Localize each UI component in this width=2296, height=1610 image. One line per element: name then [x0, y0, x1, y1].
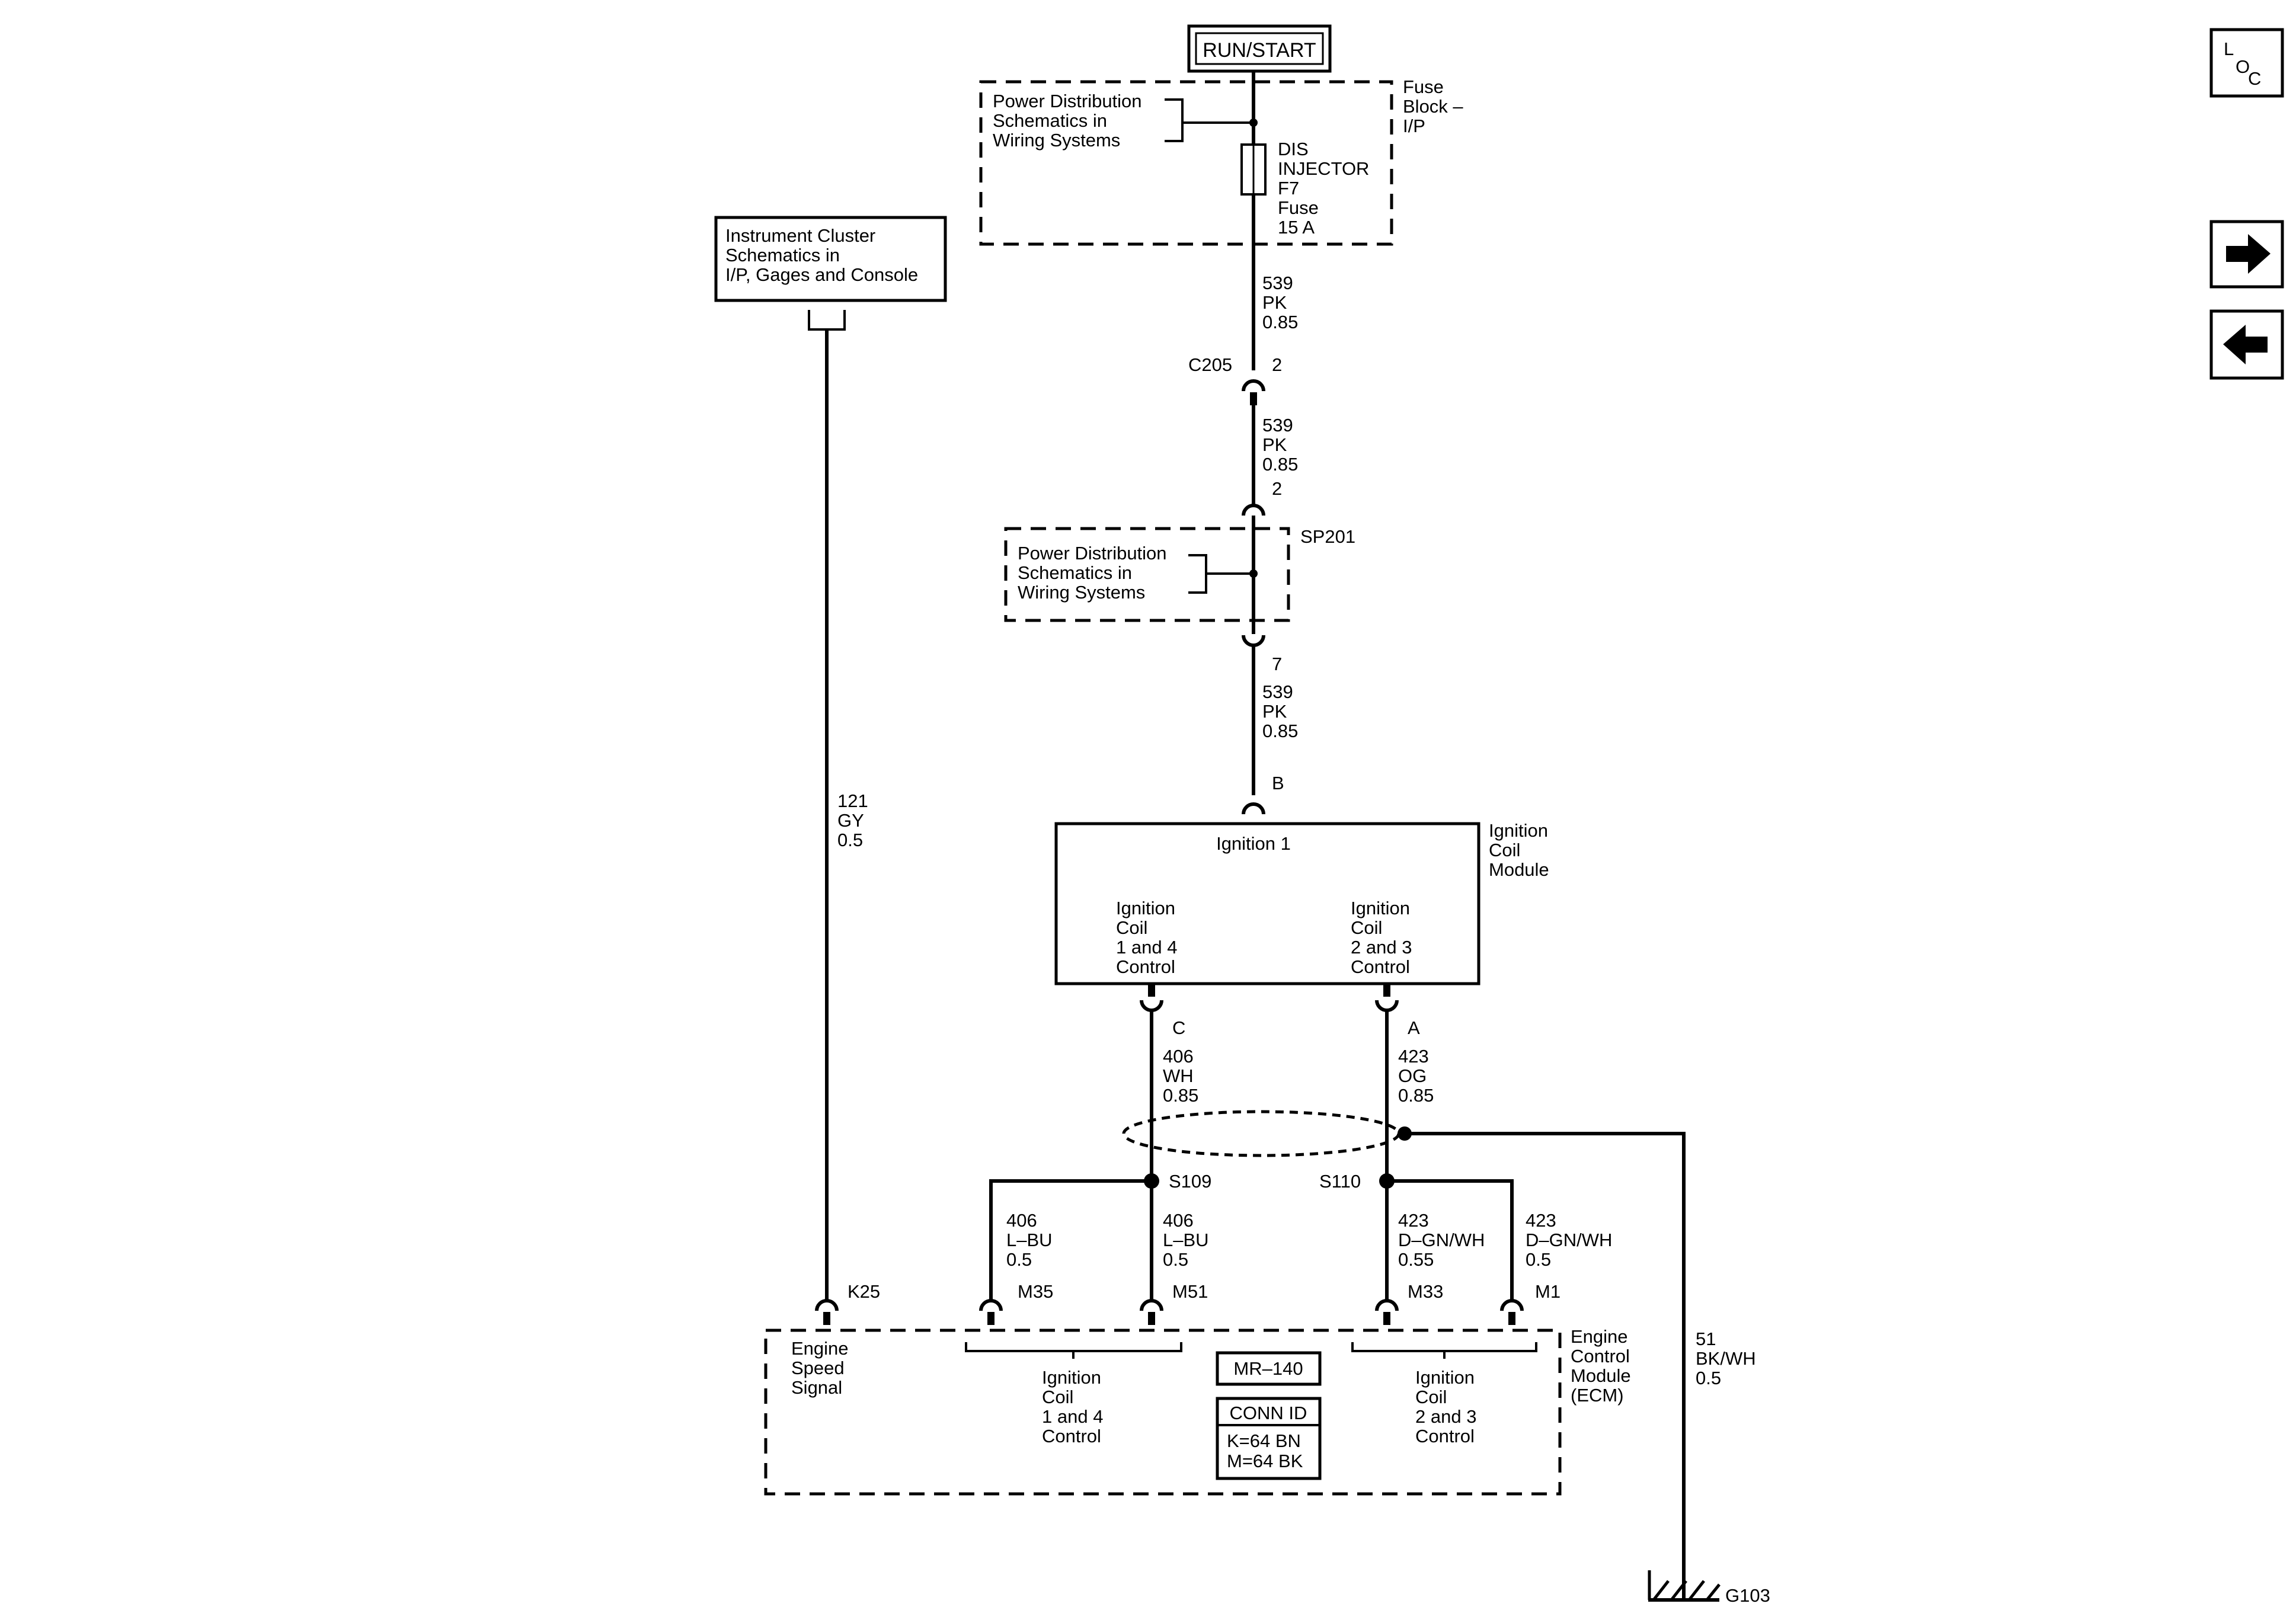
loc-button[interactable]: L O C: [2209, 28, 2284, 98]
wire-539-label-2: 539 PK 0.85: [1262, 415, 1298, 475]
ignition-1-label: Ignition 1: [1216, 833, 1291, 854]
svg-text:L: L: [2224, 39, 2234, 59]
instrument-cluster-bracket: [808, 310, 846, 331]
c205-label: C205: [1188, 354, 1232, 375]
wire-423-branch: [1387, 1179, 1514, 1301]
ecm-name: Engine Control Module (ECM): [1571, 1326, 1636, 1406]
ecm-coil-14-bracket: [965, 1342, 1182, 1359]
fuse-ref-bracket: [1165, 98, 1253, 142]
wire-51-label: 51 BK/WH 0.5: [1696, 1329, 1761, 1388]
sp201-in-connector-icon: [1242, 504, 1265, 516]
ecm-coil-14-label: Ignition Coil 1 and 4 Control: [1042, 1367, 1108, 1446]
conn-id-values: K=64 BN M=64 BK: [1227, 1430, 1306, 1471]
coil-pin-a-label: A: [1408, 1017, 1420, 1038]
wire-406-branch-label-m35: 406 L–BU 0.5: [1006, 1210, 1057, 1270]
wire-406-label: 406 WH 0.85: [1163, 1046, 1198, 1106]
ecm-outline: [764, 1329, 1562, 1496]
module-coil-14-label: Ignition Coil 1 and 4 Control: [1116, 898, 1182, 977]
ground-icon: [1648, 1570, 1721, 1602]
wire-406-branch: [989, 1179, 1152, 1301]
c205-pin-bottom: 2: [1272, 478, 1282, 499]
wire-423-branch-label-m33: 423 D–GN/WH 0.55: [1398, 1210, 1490, 1270]
ecm-pin-connectors: [815, 1299, 1524, 1325]
ecm-coil-23-label: Ignition Coil 2 and 3 Control: [1415, 1367, 1482, 1446]
m33-label: M33: [1408, 1281, 1443, 1302]
power-source-label: RUN/START: [1203, 39, 1316, 62]
engine-speed-signal-label: Engine Speed Signal: [791, 1338, 853, 1398]
m35-connector-icon: [979, 1299, 1003, 1311]
ignition-coil-module-name: Ignition Coil Module: [1489, 820, 1553, 880]
wire-539-label-1: 539 PK 0.85: [1262, 273, 1298, 332]
conn-id-box: [1216, 1397, 1322, 1480]
k25-connector-icon: [815, 1299, 839, 1311]
instrument-cluster-box: [714, 216, 947, 302]
fuse-block-name: Fuse Block – I/P: [1403, 76, 1468, 136]
s110-label: S110: [1319, 1171, 1361, 1192]
wire-51-ground: [1405, 1132, 1686, 1600]
sp201-ref-bracket: [1188, 554, 1253, 594]
sp201-label: SP201: [1300, 526, 1355, 547]
c205-connector-icon: [1242, 379, 1265, 392]
sp201-reference: Power Distribution Schematics in Wiring …: [1018, 543, 1172, 603]
sp201-outline: [1004, 527, 1290, 622]
ground-label: G103: [1725, 1585, 1770, 1606]
right-arrow-icon: [2226, 234, 2271, 274]
fuse-block-reference: Power Distribution Schematics in Wiring …: [993, 91, 1147, 151]
coil-pin-c-connector-icon: [1140, 1000, 1163, 1012]
shield-ellipse: [1122, 1110, 1400, 1157]
svg-text:C: C: [2248, 68, 2261, 89]
fuse-label: DIS INJECTOR F7 Fuse 15 A: [1278, 139, 1374, 238]
c205-pin-top: 2: [1272, 354, 1282, 375]
module-coil-23-label: Ignition Coil 2 and 3 Control: [1351, 898, 1417, 977]
coil-pin-b-connector-icon: [1242, 802, 1265, 815]
left-arrow-icon: [2223, 325, 2268, 364]
coil-pin-b-label: B: [1272, 773, 1284, 793]
wire-121-label: 121 GY 0.5: [837, 790, 873, 850]
coil-pin-a-connector-icon: [1375, 1000, 1399, 1012]
m35-label: M35: [1018, 1281, 1053, 1302]
m51-label: M51: [1172, 1281, 1208, 1302]
wire-423-branch-label-m1: 423 D–GN/WH 0.5: [1526, 1210, 1617, 1270]
m1-label: M1: [1535, 1281, 1560, 1302]
instrument-cluster-label: Instrument Cluster Schematics in I/P, Ga…: [725, 225, 918, 285]
mr-140-label: MR–140: [1233, 1358, 1303, 1379]
previous-page-button[interactable]: [2209, 309, 2284, 380]
wire-423-label: 423 OG 0.85: [1398, 1046, 1434, 1106]
s109-label: S109: [1169, 1171, 1211, 1192]
wire-406-branch-label-m51: 406 L–BU 0.5: [1163, 1210, 1214, 1270]
k25-label: K25: [848, 1281, 880, 1302]
next-page-button[interactable]: [2209, 220, 2284, 289]
m1-connector-icon: [1500, 1299, 1524, 1311]
conn-id-title: CONN ID: [1230, 1403, 1307, 1423]
wire-539-label-3: 539 PK 0.85: [1262, 681, 1298, 741]
ignition-coil-module-box: [1054, 822, 1480, 985]
ecm-coil-23-bracket: [1351, 1342, 1537, 1359]
coil-pin-c-label: C: [1172, 1017, 1185, 1038]
sp201-pin-out: 7: [1272, 654, 1282, 674]
svg-text:O: O: [2236, 56, 2250, 77]
m51-connector-icon: [1140, 1299, 1163, 1311]
fuse-block-outline: [979, 80, 1393, 246]
sp201-out-connector-icon: [1242, 635, 1265, 647]
mr-140-box: [1216, 1351, 1322, 1386]
m33-connector-icon: [1375, 1299, 1399, 1311]
